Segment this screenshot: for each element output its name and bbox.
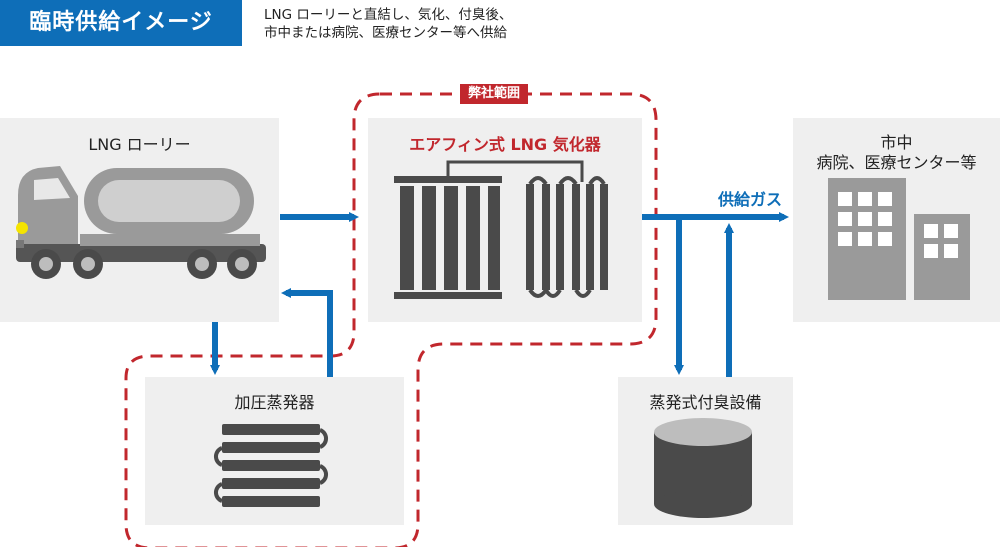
flow-lines [210,212,789,377]
tank-icon [654,418,752,518]
supply-gas-label: 供給ガス [718,190,783,209]
scope-boundary [124,92,658,547]
vaporizer-label: エアフィン式 LNG 気化器 [409,135,601,154]
page-description: LNG ローリーと直結し、気化、付臭後、 市中または病院、医療センター等へ供給 [264,6,512,42]
lorry-icon [16,166,266,279]
arrow-evaporator-to-lorry [281,288,333,377]
description-line-2: 市中または病院、医療センター等へ供給 [264,25,507,41]
destination-label-1: 市中 [880,133,913,152]
lorry-label: LNG ローリー [88,135,191,154]
vaporizer-icon [394,160,608,299]
description-line-1: LNG ローリーと直結し、気化、付臭後、 [264,7,513,23]
page-title: 臨時供給イメージ [0,0,242,46]
odorizer-label: 蒸発式付臭設備 [649,393,762,412]
destination-label-2: 病院、医療センター等 [816,153,977,172]
pressure-evaporator-label: 加圧蒸発器 [234,393,315,412]
scope-tag: 弊社範囲 [460,84,529,104]
coil-icon [214,424,328,507]
building-icon [828,178,970,300]
